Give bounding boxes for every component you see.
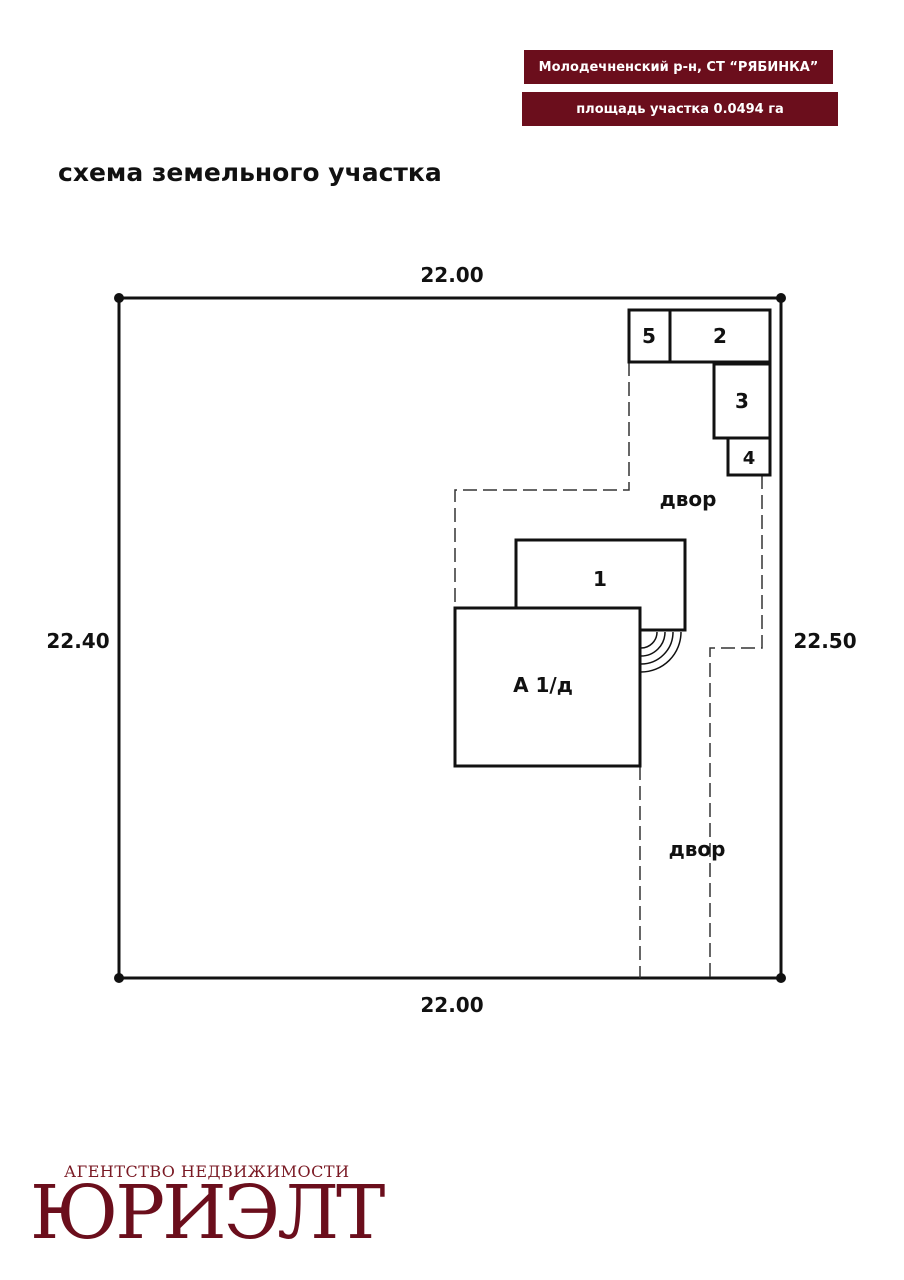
dimension-right: 22.50	[793, 629, 856, 653]
building-2	[668, 308, 772, 364]
area-text: площадь участка 0.0494 га	[576, 101, 784, 117]
logo-wordmark: ЮРИЭЛТ	[30, 1170, 385, 1256]
building-1-label: 1	[593, 567, 607, 591]
plot-boundary	[117, 296, 783, 980]
dimension-top: 22.00	[420, 263, 483, 287]
corner-point	[776, 973, 786, 983]
yard-label-lower: двор	[669, 837, 726, 861]
building-4	[726, 436, 772, 477]
building-4-label: 4	[743, 448, 756, 469]
porch-steps	[640, 631, 682, 673]
dimension-left: 22.40	[46, 629, 109, 653]
building-2-label: 2	[713, 324, 727, 348]
page-title: схема земельного участка	[58, 158, 442, 187]
location-text: Молодечненский р-н, СТ “РЯБИНКА”	[538, 59, 819, 75]
corner-point	[776, 293, 786, 303]
yard-boundary-upper-left	[454, 362, 630, 608]
building-main	[453, 606, 642, 768]
building-5-label: 5	[642, 324, 656, 348]
yard-boundary-right	[709, 475, 763, 978]
dimension-bottom: 22.00	[420, 993, 483, 1017]
corner-point	[114, 293, 124, 303]
corner-point	[114, 973, 124, 983]
area-banner: площадь участка 0.0494 га	[522, 92, 838, 126]
building-main-label: А 1/д	[513, 673, 573, 697]
building-5	[627, 308, 672, 364]
building-3-label: 3	[735, 389, 749, 413]
yard-label-upper: двор	[660, 487, 717, 511]
location-banner: Молодечненский р-н, СТ “РЯБИНКА”	[524, 50, 833, 84]
logo-subtitle: АГЕНТСТВО НЕДВИЖИМОСТИ	[64, 1162, 350, 1181]
